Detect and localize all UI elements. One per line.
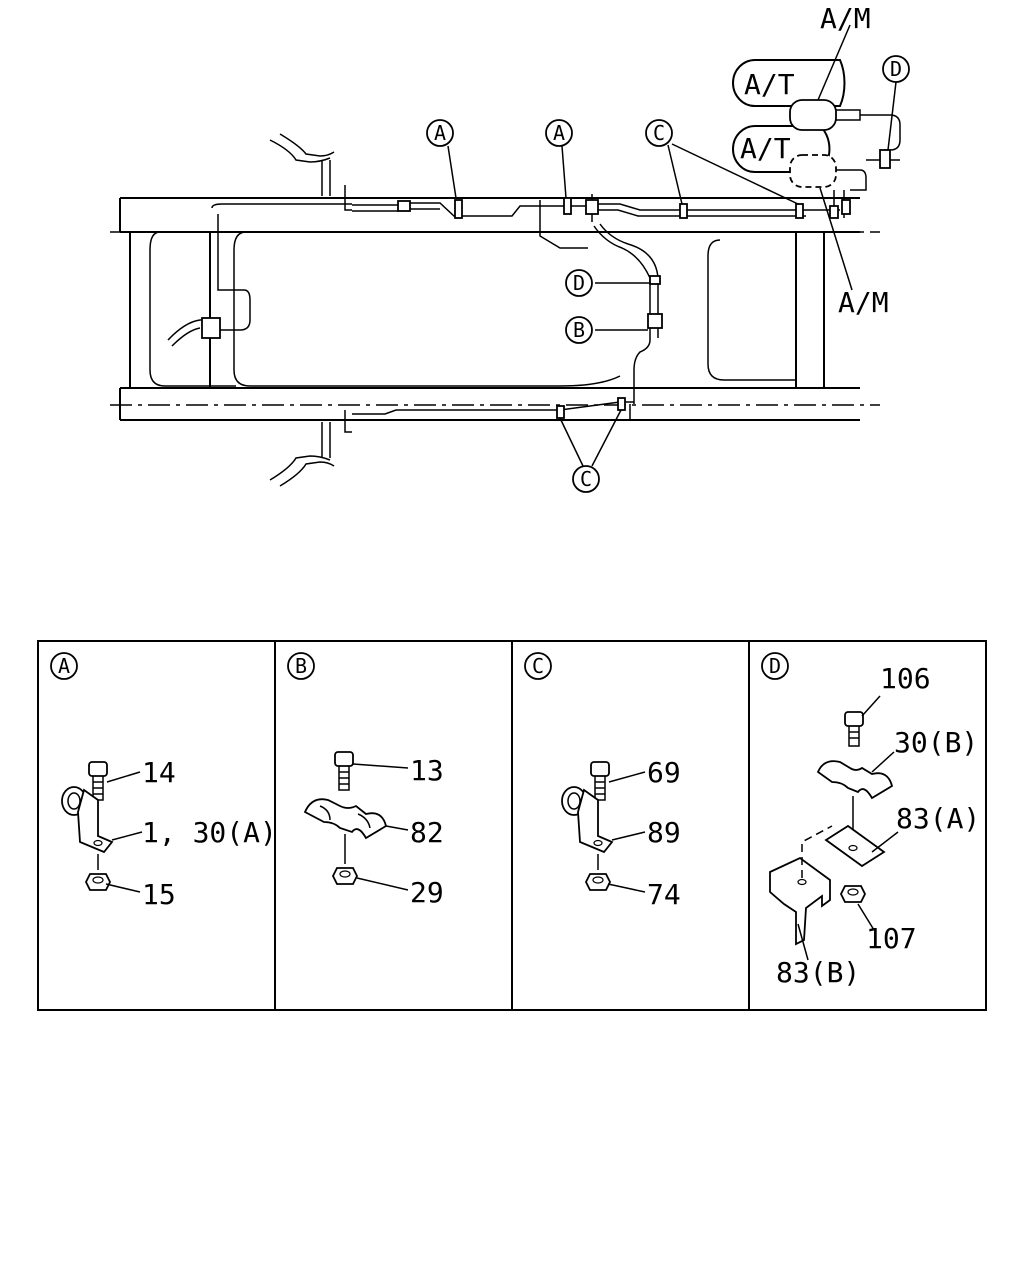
leader-lines [447, 24, 897, 467]
svg-text:82: 82 [410, 816, 444, 849]
svg-text:A: A [434, 121, 446, 145]
tank-label-at-lower: A/T [740, 132, 791, 165]
svg-text:106: 106 [880, 662, 931, 695]
svg-text:14: 14 [142, 756, 176, 789]
detail-panels-frame [37, 640, 987, 1011]
callout-d-mid: D [565, 269, 593, 297]
detail-panel-c: C 69 89 74 [524, 652, 681, 911]
svg-text:74: 74 [647, 878, 681, 911]
svg-text:B: B [573, 318, 585, 342]
detail-panel-a: A 14 1, 30(A) 15 [50, 652, 277, 911]
callout-a-2: A [545, 119, 573, 147]
svg-text:30(B): 30(B) [894, 726, 978, 759]
svg-text:C: C [532, 654, 544, 678]
svg-text:83(B): 83(B) [776, 956, 860, 989]
callout-b-mid: B [565, 316, 593, 344]
detail-panel-b: B 13 82 29 [287, 652, 444, 909]
svg-text:1, 30(A): 1, 30(A) [142, 816, 277, 849]
callout-c-top: C [645, 119, 673, 147]
callout-a-1: A [426, 119, 454, 147]
callout-d-top: D [882, 55, 910, 83]
brake-pipes [211, 194, 840, 421]
svg-text:D: D [769, 654, 781, 678]
svg-text:107: 107 [866, 922, 917, 955]
pipe-clips [454, 197, 804, 419]
svg-text:D: D [890, 57, 902, 81]
front-side-connector [167, 317, 221, 347]
svg-text:29: 29 [410, 876, 444, 909]
detail-panel-d: D 106 30(B) 83(A) 107 83(B) [761, 652, 980, 989]
svg-text:C: C [653, 121, 665, 145]
svg-text:A: A [553, 121, 565, 145]
chassis-frame [110, 197, 880, 421]
svg-text:B: B [295, 654, 307, 678]
svg-text:89: 89 [647, 816, 681, 849]
front-axle-lower [269, 410, 352, 487]
svg-text:13: 13 [410, 754, 444, 787]
svg-text:83(A): 83(A) [896, 802, 980, 835]
front-axle-upper [269, 133, 352, 211]
svg-text:C: C [580, 467, 592, 491]
svg-text:D: D [573, 271, 585, 295]
callout-c-bottom: C [572, 465, 600, 493]
svg-text:A: A [58, 654, 70, 678]
tank-label-at-upper: A/T [744, 68, 795, 101]
svg-text:69: 69 [647, 756, 681, 789]
svg-text:15: 15 [142, 878, 176, 911]
tank-label-am-bottom: A/M [838, 286, 889, 319]
air-tanks [732, 59, 901, 219]
tank-label-am-top: A/M [820, 2, 871, 35]
